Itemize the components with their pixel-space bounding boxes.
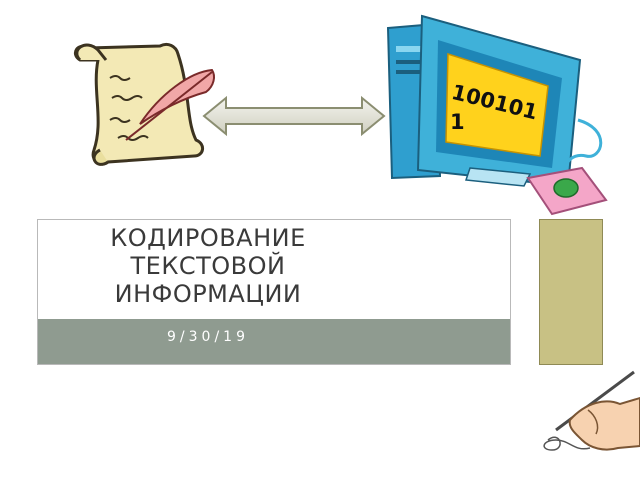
binary-code-line-2: 1	[450, 110, 465, 134]
accent-panel	[539, 219, 603, 365]
mouse-icon	[526, 166, 608, 216]
date-bar: 9/30/19	[37, 319, 511, 365]
slide-date: 9/30/19	[167, 329, 249, 345]
slide-title: Кодирование текстовой информации	[110, 224, 306, 308]
double-arrow-icon	[202, 95, 386, 137]
computer-icon	[386, 14, 603, 188]
scroll-quill-icon	[74, 42, 215, 166]
title-panel: Кодирование текстовой информации	[37, 219, 511, 319]
writing-hand-icon	[543, 370, 640, 451]
